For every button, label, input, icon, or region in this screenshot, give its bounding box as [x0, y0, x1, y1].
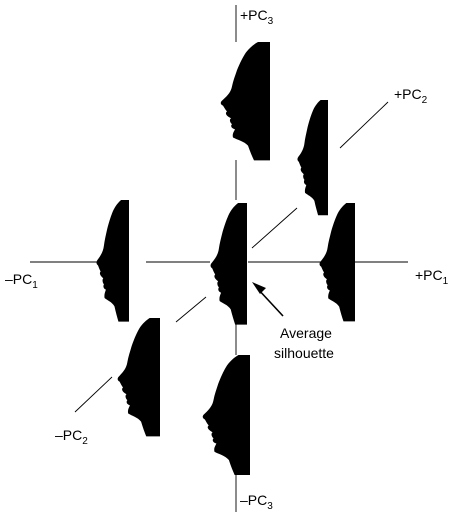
silhouette-pc3-negative [202, 355, 250, 475]
silhouette-average [210, 203, 247, 325]
axis-pc2 [74, 101, 389, 413]
silhouette-pc2-negative [117, 318, 160, 437]
label-pc1-positive: +PC1 [415, 267, 449, 287]
label-pc3-positive: +PC3 [240, 7, 274, 27]
silhouette-pc3-positive [220, 42, 270, 161]
label-pc2-positive: +PC2 [394, 86, 428, 106]
average-arrow [252, 282, 284, 317]
silhouette-pc1-positive [319, 203, 355, 322]
label-pc2-negative: –PC2 [55, 427, 88, 447]
label-pc1-negative: –PC1 [5, 271, 38, 291]
silhouette-pc1-negative [96, 200, 129, 322]
label-pc3-negative: –PC3 [240, 492, 273, 512]
label-average-line2: silhouette [274, 345, 334, 361]
label-average-line1: Average [280, 325, 332, 341]
silhouette-pc2-positive [297, 100, 328, 216]
